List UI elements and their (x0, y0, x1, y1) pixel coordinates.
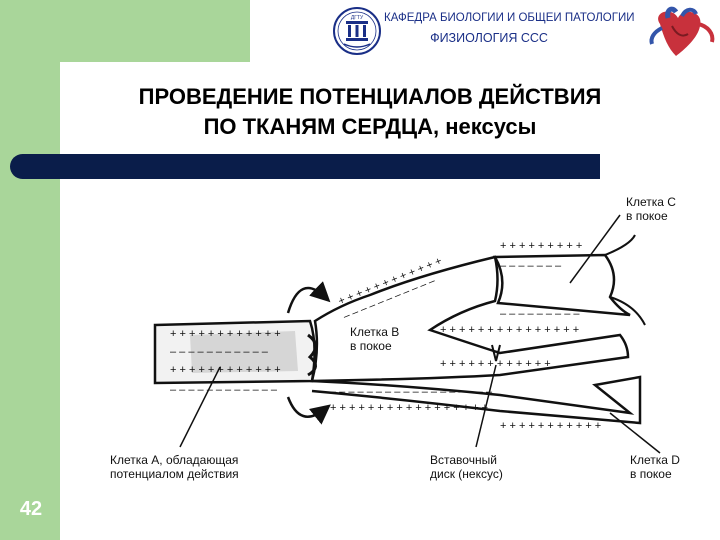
label-cell-d: Клетка D в покое (630, 453, 680, 481)
svg-text:– – – – – – – – – – –: – – – – – – – – – – – (170, 346, 269, 358)
cell-a-shading (190, 331, 298, 373)
cell-d-outline (311, 375, 642, 425)
pointer-cell-c (569, 214, 621, 284)
sidebar (0, 0, 60, 540)
svg-text:– – – – – – – – –: – – – – – – – – – (500, 308, 580, 320)
svg-text:+ + + + + + + + + + + +: + + + + + + + + + + + + (170, 328, 281, 340)
cardiac-conduction-diagram: + + + + + + + + + + + + – – – – – – – – … (100, 185, 710, 505)
page-title: ПРОВЕДЕНИЕ ПОТЕНЦИАЛОВ ДЕЙСТВИЯ ПО ТКАНЯ… (62, 82, 678, 142)
nexus-junction (307, 333, 317, 377)
pointer-disk (475, 364, 497, 448)
svg-text:– – – – – – – – – – – –: – – – – – – – – – – – – (170, 384, 278, 396)
svg-text:+ + + + + + + + + + + + + + +: + + + + + + + + + + + + + + + + + (330, 402, 488, 414)
title-line-2: ПО ТКАНЯМ СЕРДЦА, нексусы (203, 114, 537, 139)
department-name: КАФЕДРА БИОЛОГИИ И ОБЩЕЙ ПАТОЛОГИИ (384, 12, 635, 24)
current-arrow-top (286, 281, 331, 314)
university-logo: ДГТУ (333, 7, 381, 55)
label-nexus-disk: Вставочный диск (нексус) (430, 453, 503, 481)
svg-text:– – – – – – –: – – – – – – – (500, 260, 562, 272)
svg-text:+ + + + + + + + + + + +: + + + + + + + + + + + + (170, 364, 281, 376)
nexus-disk-mark (491, 344, 501, 362)
slide-number: 42 (19, 498, 43, 520)
label-cell-a: Клетка А, обладающая потенциалом действи… (110, 453, 239, 481)
top-decoration (0, 0, 250, 62)
title-divider (10, 154, 600, 179)
pointer-cell-a (179, 366, 221, 448)
current-arrow-bottom (286, 396, 331, 425)
course-name: ФИЗИОЛОГИЯ ССС (430, 31, 548, 45)
svg-text:+ + + + + + + + + + + + + + +: + + + + + + + + + + + + + + + (440, 324, 579, 336)
label-cell-b: Клетка В в покое (350, 325, 400, 353)
svg-text:+ + + + + + + + + + + +: + + + + + + + + + + + + (440, 358, 551, 370)
logo-text: ДГТУ (351, 15, 364, 21)
heart-icon (649, 6, 715, 56)
label-cell-c: Клетка С в покое (626, 195, 676, 223)
title-line-1: ПРОВЕДЕНИЕ ПОТЕНЦИАЛОВ ДЕЙСТВИЯ (138, 84, 602, 109)
svg-text:+ + + + + + + + +: + + + + + + + + + (500, 240, 582, 252)
diagram-drawing: + + + + + + + + + + + + – – – – – – – – … (153, 214, 661, 454)
pointer-cell-d (609, 412, 661, 454)
cell-b-outline (310, 255, 630, 383)
svg-text:+ + + + + + + + + + +: + + + + + + + + + + + (500, 420, 601, 432)
cell-c-edge (604, 234, 646, 326)
cell-c-outline (492, 253, 631, 317)
svg-text:– – – – – – – – – – – – – – –: – – – – – – – – – – – – – – – – – – (330, 386, 493, 398)
